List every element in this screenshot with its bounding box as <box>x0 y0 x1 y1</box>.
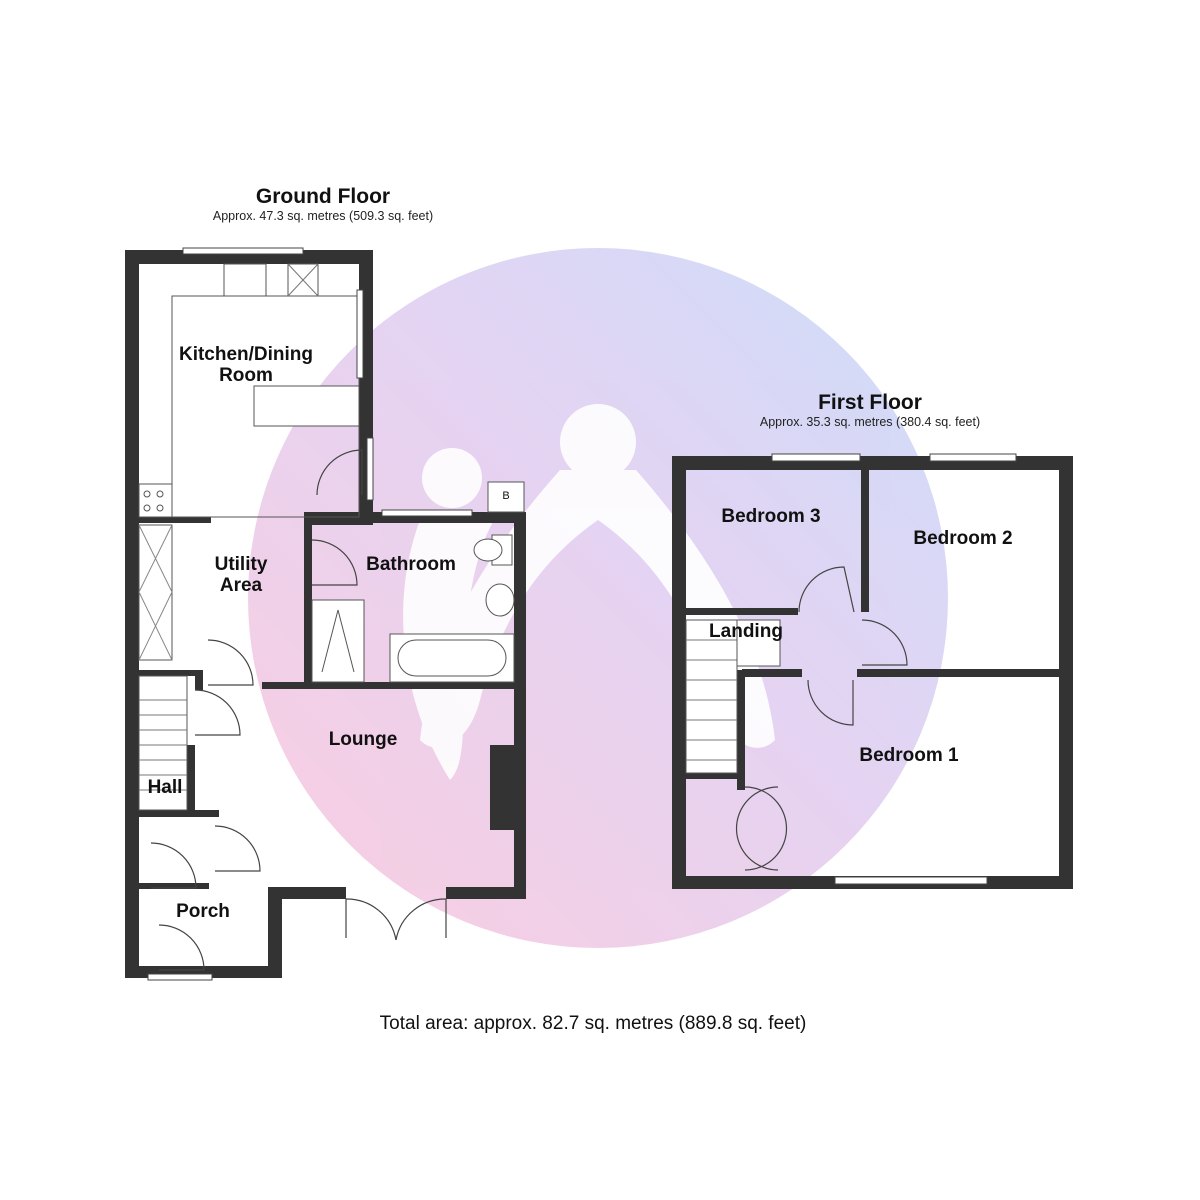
kitchen-door <box>316 449 363 496</box>
porch-inner-door <box>150 842 197 889</box>
lounge-label: Lounge <box>329 729 398 750</box>
boiler-cupboard <box>487 481 525 513</box>
first-floor-doors <box>735 566 908 871</box>
first-floor-fixtures <box>685 619 781 774</box>
bedroom2-door <box>861 619 908 666</box>
front-door <box>158 924 205 971</box>
shower-tray <box>311 599 365 683</box>
first-floor-title: First Floor <box>818 391 922 414</box>
kitchen-label-2: Room <box>219 365 273 386</box>
kitchen-sink <box>223 263 267 297</box>
utility-units <box>138 524 173 661</box>
hall-door <box>194 689 241 736</box>
agency-logo-watermark <box>248 248 948 948</box>
french-door-left <box>345 898 397 941</box>
wardrobe-doors <box>735 786 788 871</box>
basin <box>485 583 515 617</box>
bedroom1-label: Bedroom 1 <box>859 745 959 766</box>
bedroom3-label: Bedroom 3 <box>721 506 820 527</box>
ground-stairs <box>138 675 188 811</box>
ground-floor-title: Ground Floor <box>256 185 390 208</box>
hall-porch-door <box>214 825 261 872</box>
ground-floor-doors <box>150 449 447 971</box>
bedroom3-door <box>798 566 855 613</box>
porch-label: Porch <box>176 901 230 922</box>
total-area-text: Total area: approx. 82.7 sq. metres (889… <box>380 1013 807 1034</box>
french-door-right <box>395 898 447 941</box>
first-stairs <box>685 619 781 774</box>
hall-label: Hall <box>148 777 183 798</box>
ground-floor-area: Approx. 47.3 sq. metres (509.3 sq. feet) <box>213 209 433 223</box>
utility-label-1: Utility <box>215 554 268 575</box>
kitchen-label-1: Kitchen/Dining <box>179 344 313 365</box>
dining-table <box>253 385 360 427</box>
hob <box>138 483 173 518</box>
bathroom-door <box>311 539 358 586</box>
utility-door <box>207 639 254 686</box>
utility-label-2: Area <box>220 575 263 596</box>
ground-floor-fixtures <box>138 263 525 811</box>
boiler-label: B <box>502 490 509 502</box>
landing-label: Landing <box>709 621 783 642</box>
first-floor-windows <box>771 453 1017 885</box>
bedroom2-label: Bedroom 2 <box>913 528 1012 549</box>
first-floor-area: Approx. 35.3 sq. metres (380.4 sq. feet) <box>760 415 980 429</box>
ground-floor-windows <box>147 247 473 981</box>
bedroom1-door <box>807 679 854 726</box>
bathroom-label: Bathroom <box>366 554 456 575</box>
